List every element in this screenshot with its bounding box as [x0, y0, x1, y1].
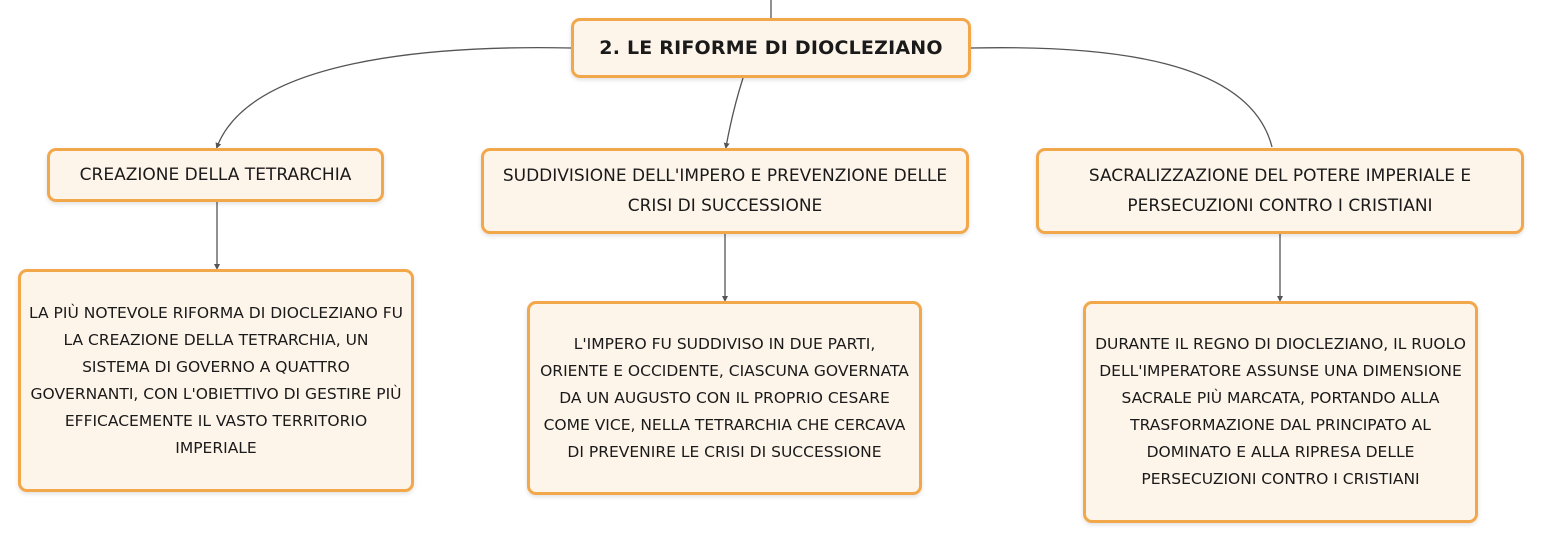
topic-node-sacralizzazione[interactable]: SACRALIZZAZIONE DEL POTERE IMPERIALE E P… [1036, 148, 1524, 234]
topic-label: SUDDIVISIONE DELL'IMPERO E PREVENZIONE D… [502, 166, 948, 216]
detail-text: DURANTE IL REGNO DI DIOCLEZIANO, IL RUOL… [1095, 335, 1466, 488]
topic-node-tetrarchia[interactable]: CREAZIONE DELLA TETRARCHIA [47, 148, 384, 202]
detail-node-sacralizzazione[interactable]: DURANTE IL REGNO DI DIOCLEZIANO, IL RUOL… [1083, 301, 1478, 523]
root-title: 2. LE RIFORME DI DIOCLEZIANO [599, 37, 943, 59]
topic-label: SACRALIZZAZIONE DEL POTERE IMPERIALE E P… [1088, 166, 1472, 216]
curve-root-to-mid [723, 77, 744, 149]
topic-node-suddivisione[interactable]: SUDDIVISIONE DELL'IMPERO E PREVENZIONE D… [481, 148, 969, 234]
curve-root-to-right [970, 47, 1273, 148]
detail-node-tetrarchia[interactable]: LA PIÙ NOTEVOLE RIFORMA DI DIOCLEZIANO F… [18, 269, 414, 492]
curve-root-to-left [215, 47, 572, 149]
root-node[interactable]: 2. LE RIFORME DI DIOCLEZIANO [571, 18, 971, 78]
detail-text: LA PIÙ NOTEVOLE RIFORMA DI DIOCLEZIANO F… [29, 303, 403, 457]
detail-node-suddivisione[interactable]: L'IMPERO FU SUDDIVISO IN DUE PARTI, ORIE… [527, 301, 922, 495]
topic-label: CREAZIONE DELLA TETRARCHIA [79, 165, 352, 185]
detail-text: L'IMPERO FU SUDDIVISO IN DUE PARTI, ORIE… [540, 334, 909, 461]
